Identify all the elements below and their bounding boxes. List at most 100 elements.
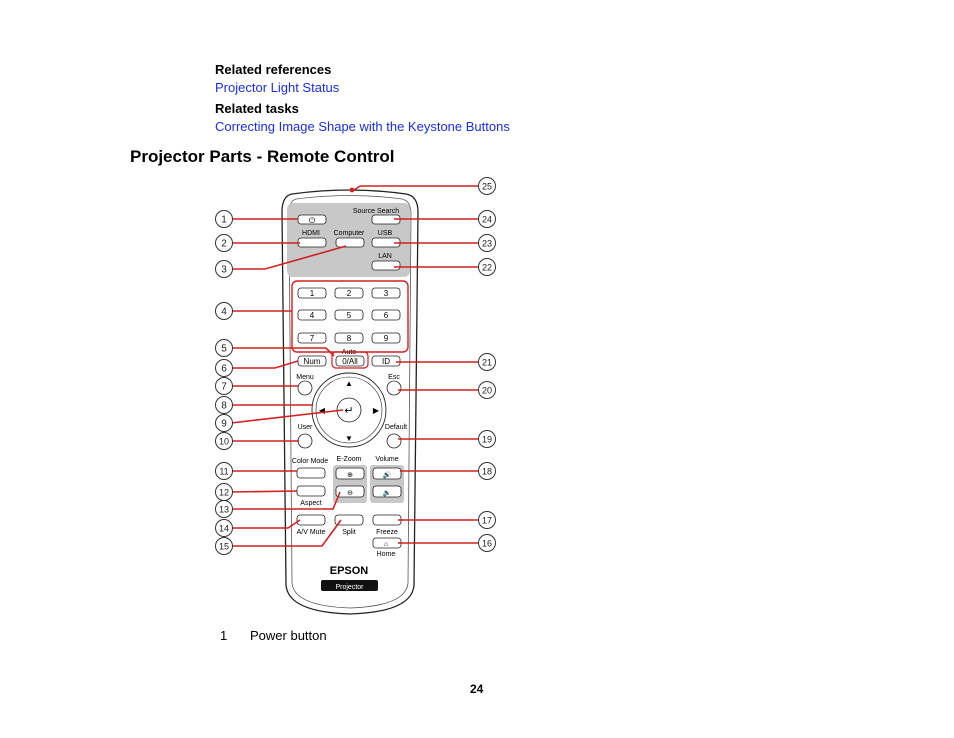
numpad-key-8 — [334, 332, 364, 344]
e-zoom-label: E-Zoom — [337, 456, 362, 463]
home-label: Home — [377, 551, 396, 558]
legend-number: 1 — [220, 628, 228, 643]
callout-number: 1 — [221, 215, 227, 226]
numpad-key-2 — [334, 287, 364, 299]
callout-badge — [215, 432, 233, 450]
callout-number: 12 — [219, 488, 229, 498]
zoom-in-icon: ⊕ — [347, 472, 353, 479]
volume-up-button — [372, 467, 402, 480]
callout-badge — [478, 353, 496, 371]
callout-number: 17 — [482, 516, 492, 526]
keystone-task-link[interactable]: Correcting Image Shape with the Keystone… — [215, 119, 510, 134]
callout-number: 16 — [482, 539, 492, 549]
menu-button — [297, 380, 313, 396]
callout-badge — [215, 414, 233, 432]
callout-number: 7 — [221, 382, 227, 393]
right-arrow-icon: ▶ — [373, 406, 380, 415]
callout-number: 11 — [219, 467, 228, 477]
section-title: Projector Parts - Remote Control — [130, 147, 395, 166]
numpad-key-1 — [297, 287, 327, 299]
up-arrow-icon: ▲ — [345, 379, 353, 388]
callout-badge — [215, 500, 233, 518]
freeze-button — [372, 514, 402, 526]
callout-number: 14 — [219, 524, 229, 534]
epson-logo: EPSON — [330, 565, 369, 577]
callout-number: 18 — [482, 467, 492, 477]
numpad-key-5 — [334, 309, 364, 321]
numpad-key-label: 4 — [310, 311, 315, 320]
volume-down-icon: 🔉 — [383, 489, 392, 497]
callout-number: 5 — [221, 344, 227, 355]
aspect-label: Aspect — [300, 500, 321, 507]
zero-all-button — [335, 355, 365, 367]
projector-light-status-link[interactable]: Projector Light Status — [215, 80, 340, 95]
av-mute-label: A/V Mute — [297, 529, 326, 536]
callout-badge — [215, 359, 233, 377]
left-arrow-icon: ◀ — [319, 406, 326, 415]
callout-number: 13 — [219, 505, 229, 515]
e-zoom-in-button — [335, 467, 365, 480]
numpad-key-3 — [371, 287, 401, 299]
numpad-key-label: 8 — [347, 334, 352, 343]
related-tasks-heading: Related tasks — [215, 101, 299, 116]
callout-badge — [215, 377, 233, 395]
callout-badge — [215, 396, 233, 414]
callout-badge — [215, 210, 233, 228]
enter-icon: ↵ — [344, 405, 353, 417]
callout-lines — [230, 185, 480, 547]
volume-up-icon: 🔊 — [383, 470, 392, 479]
user-label: User — [298, 424, 313, 431]
callout-badge — [215, 339, 233, 357]
callout-badge — [215, 260, 233, 278]
split-button — [334, 514, 364, 526]
callout-badge — [478, 462, 496, 480]
callout-number: 4 — [221, 307, 227, 318]
callout-number: 10 — [219, 437, 229, 447]
numpad-key-label: 6 — [384, 311, 389, 320]
default-label: Default — [385, 424, 407, 431]
numpad-key-6 — [371, 309, 401, 321]
callout-number: 25 — [482, 182, 492, 192]
av-mute-button — [296, 514, 326, 526]
callout-badge — [478, 511, 496, 529]
esc-label: Esc — [388, 374, 400, 381]
zero-all-label: 0/All — [342, 357, 358, 366]
numpad-key-label: 9 — [384, 334, 389, 343]
num-label: Num — [304, 357, 321, 366]
callout-badge — [478, 430, 496, 448]
lan-label: LAN — [378, 253, 392, 260]
numpad-key-9 — [371, 332, 401, 344]
callout-number: 19 — [482, 435, 492, 445]
page-number: 24 — [470, 682, 484, 696]
callout-badge — [215, 462, 233, 480]
menu-label: Menu — [296, 374, 314, 381]
power-icon: ⏻ — [309, 216, 316, 225]
callout-number: 21 — [482, 358, 492, 368]
hdmi-button — [297, 237, 327, 248]
e-zoom-out-button — [335, 485, 365, 498]
numpad-key-label: 1 — [310, 289, 315, 298]
callout-number: 2 — [221, 239, 227, 250]
callout-number: 22 — [482, 263, 492, 273]
related-references-heading: Related references — [215, 62, 332, 77]
esc-button — [386, 380, 402, 396]
aspect-button — [296, 485, 326, 497]
split-label: Split — [342, 529, 356, 536]
color-mode-button — [296, 467, 326, 479]
projector-badge: Projector — [335, 584, 364, 591]
numpad-key-label: 5 — [347, 311, 352, 320]
callout-number: 6 — [221, 364, 227, 375]
callout-number: 9 — [221, 419, 227, 430]
callout-number: 24 — [482, 215, 492, 225]
callout-badge — [478, 234, 496, 252]
volume-down-button — [372, 485, 402, 498]
computer-button — [335, 237, 365, 248]
lan-button — [371, 260, 401, 271]
callout-number: 23 — [482, 239, 492, 249]
numpad-key-label: 2 — [347, 289, 352, 298]
callout-badge — [478, 381, 496, 399]
callout-badge — [478, 258, 496, 276]
callout-badge — [478, 177, 496, 195]
